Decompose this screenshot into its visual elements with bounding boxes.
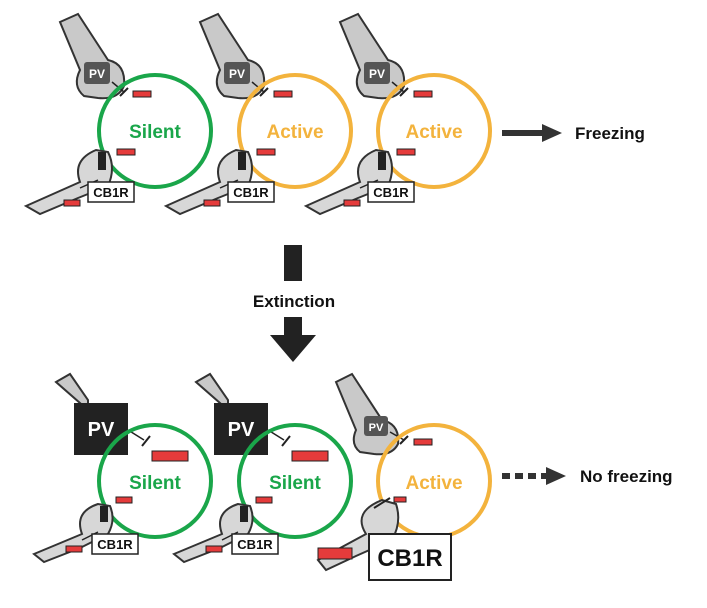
red-bar-large <box>151 450 189 462</box>
top-cell-1: PV Silent CB1R <box>23 12 213 216</box>
bottom-cell-1: PV Silent CB1R <box>32 372 213 564</box>
pv-neuron-top-3 <box>338 12 406 100</box>
cb1r-label-top-3: CB1R <box>373 185 409 200</box>
red-bar <box>65 545 83 553</box>
cb1r-label-bottom-3: CB1R <box>377 545 442 572</box>
state-label-bottom-3: Active <box>405 473 462 494</box>
red-bar-large <box>291 450 329 462</box>
pv-badge-bottom-1 <box>74 403 128 455</box>
red-bar <box>273 90 293 98</box>
extinction-label: Extinction <box>253 292 335 311</box>
pv-neuron-top-2 <box>198 12 266 100</box>
cb1r-badge-bottom-2 <box>231 533 279 555</box>
extinction-arrow-stem-bottom <box>284 317 302 337</box>
cb1r-badge-top-3 <box>367 181 415 203</box>
pv-label-top-1: PV <box>89 67 105 81</box>
red-bar <box>413 438 433 446</box>
pv-badge-bottom-3 <box>364 416 388 436</box>
red-bar <box>63 199 81 207</box>
red-bar <box>393 496 407 503</box>
red-bar <box>132 90 152 98</box>
neuron-silent-bottom-1 <box>97 423 213 539</box>
red-bar <box>413 90 433 98</box>
cb1r-label-bottom-1: CB1R <box>97 537 133 552</box>
pv-badge-bottom-2 <box>214 403 268 455</box>
cb1r-badge-top-2 <box>227 181 275 203</box>
top-cell-2: PV Active CB1R <box>163 12 353 216</box>
extinction-arrow-head <box>270 335 316 362</box>
pv-neuron-bottom-3 <box>334 372 400 456</box>
outcome-no-freezing: No freezing <box>580 467 673 486</box>
pv-neuron-bottom-2 <box>194 372 229 413</box>
red-bar-large <box>317 547 353 560</box>
pv-badge-top-2 <box>224 62 250 84</box>
extinction-arrow-stem-top <box>284 245 302 281</box>
cb1r-badge-bottom-3 <box>368 533 452 581</box>
pv-label-top-3: PV <box>369 67 385 81</box>
pv-neuron-top-1 <box>58 12 126 100</box>
top-cell-3: PV Active CB1R <box>303 12 492 216</box>
bottom-cell-3: PV Active CB1R <box>316 372 492 581</box>
pv-badge-top-3 <box>364 62 390 84</box>
state-label-top-2: Active <box>266 122 323 143</box>
bottom-cell-2: PV Silent CB1R <box>172 372 353 564</box>
red-bar <box>115 496 133 504</box>
red-bar <box>116 148 136 156</box>
pv-label-top-2: PV <box>229 67 245 81</box>
state-label-top-1: Silent <box>129 122 181 143</box>
cb1r-label-top-2: CB1R <box>233 185 269 200</box>
state-label-bottom-2: Silent <box>269 473 321 494</box>
neuron-silent-top-1 <box>97 73 213 189</box>
pv-neuron-bottom-1 <box>54 372 89 413</box>
no-freezing-arrow <box>502 467 566 485</box>
red-bar <box>205 545 223 553</box>
neuron-active-top-2 <box>237 73 353 189</box>
pv-label-bottom-2: PV <box>228 419 255 441</box>
pv-label-bottom-1: PV <box>88 419 115 441</box>
state-label-top-3: Active <box>405 122 462 143</box>
cb1r-badge-bottom-1 <box>91 533 139 555</box>
pv-label-bottom-3: PV <box>369 422 384 434</box>
outcome-freezing: Freezing <box>575 124 645 143</box>
cb1r-label-top-1: CB1R <box>93 185 129 200</box>
red-bar <box>343 199 361 207</box>
pv-badge-top-1 <box>84 62 110 84</box>
neuron-silent-bottom-2 <box>237 423 353 539</box>
neuron-active-top-3 <box>376 73 492 189</box>
red-bar <box>255 496 273 504</box>
cb1r-label-bottom-2: CB1R <box>237 537 273 552</box>
red-bar <box>203 199 221 207</box>
freezing-arrow <box>502 124 562 142</box>
red-bar <box>396 148 416 156</box>
red-bar <box>256 148 276 156</box>
state-label-bottom-1: Silent <box>129 473 181 494</box>
cb1r-badge-top-1 <box>87 181 135 203</box>
